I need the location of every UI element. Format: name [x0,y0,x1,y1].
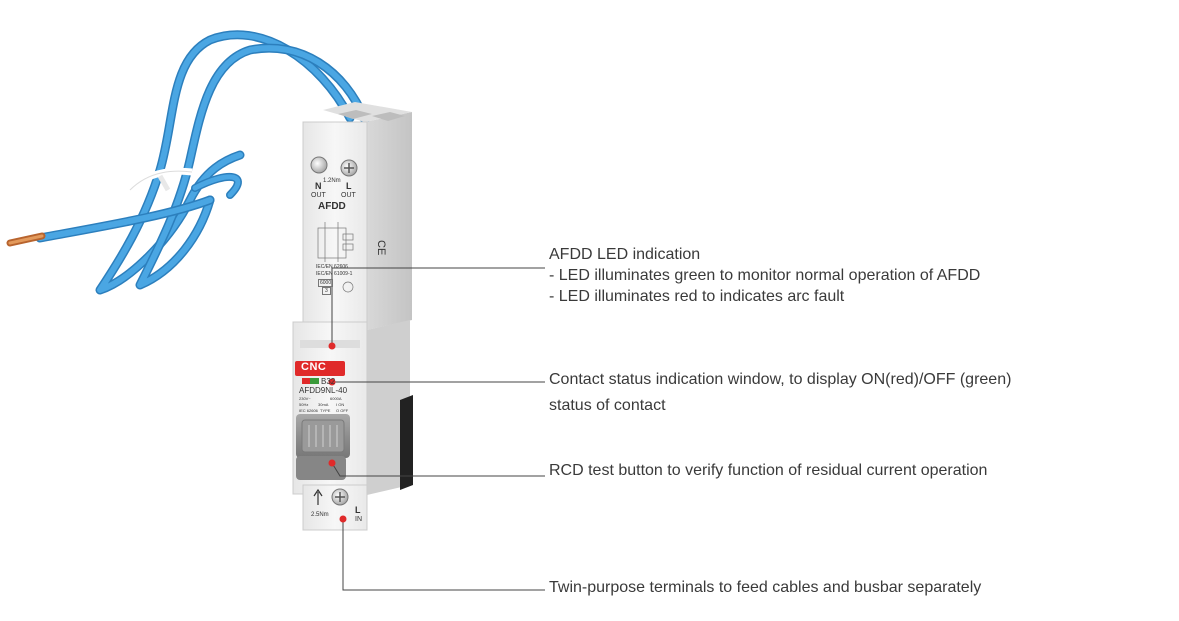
spec-on: I ON [336,402,345,407]
callout-line: status of contact [549,397,666,414]
callout-line: AFDD LED indication [549,246,701,263]
spec-off: O OFF [336,408,349,413]
spec-freq: 50Hz [299,402,309,407]
spec-capacity: 6000A [330,396,342,401]
copper-wire-end-icon [6,232,46,247]
callout-rcd-test-button: RCD test button to verify function of re… [549,460,987,481]
n-out-sub: OUT [311,192,326,199]
spec-type: TYPE [320,408,331,413]
top-torque-label: 1.2Nm [323,178,341,184]
callout-line: Contact status indication window, to dis… [549,371,1012,388]
l-out-sub: OUT [341,192,356,199]
n-out-label: N [315,181,322,191]
bottom-terminal-screw [313,488,349,506]
leader-dots [328,342,347,523]
leader-lines [331,267,545,591]
blue-cable [35,30,370,295]
callout-twin-purpose-terminals: Twin-purpose terminals to feed cables an… [549,577,981,598]
model-label: AFDD9NL-40 [299,386,348,395]
callout-line: Twin-purpose terminals to feed cables an… [549,579,982,596]
spec-voltage: 230V~ [299,396,311,401]
brand-badge [295,361,345,384]
callout-line: - LED illuminates red to indicates arc f… [549,288,845,305]
top-terminal-screws [310,156,358,177]
callout-contact-status-window: Contact status indication window, to dis… [549,367,1011,419]
l-out-label: L [346,181,352,191]
callout-led-indication: AFDD LED indication - LED illuminates gr… [549,244,980,307]
standard-2: IEC/EN 61009-1 [316,271,353,277]
breaking-capacity: 6000 [318,279,334,287]
bottom-torque-label: 2.5Nm [311,512,329,518]
callout-line: RCD test button to verify function of re… [549,462,988,479]
wiring-diagram-icon [317,222,354,293]
class-label: 3 [322,287,331,295]
spec-std: IEC 62606 [299,408,318,413]
spec-trip: 30mA [318,402,329,407]
callout-line: - LED illuminates green to monitor norma… [549,267,981,284]
standard-1: IEC/EN 62606 [316,264,348,270]
breaker-side-panel: CE [323,102,413,495]
svg-text:CE: CE [375,240,387,255]
type-label: AFDD [318,201,346,212]
l-in-sub: IN [355,516,362,523]
cable-tie [127,167,193,193]
rating-label: B32 [321,377,336,386]
brand-text: CNC [301,361,327,373]
l-in-label: L [355,505,361,515]
